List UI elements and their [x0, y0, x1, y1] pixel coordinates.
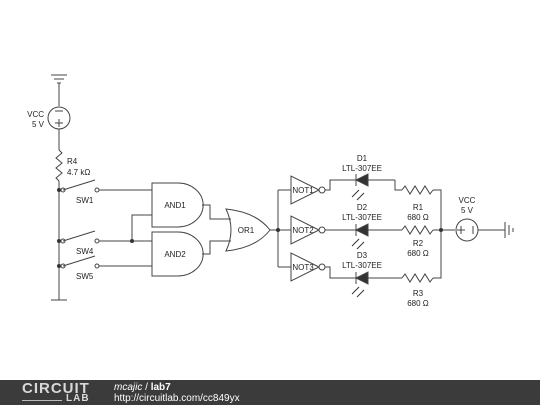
or-gate-1[interactable] — [225, 208, 271, 252]
not-gate-2[interactable] — [290, 215, 326, 245]
d3-label: D3 — [357, 251, 368, 260]
r2-label: R2 — [413, 239, 424, 248]
footer-circuit-title[interactable]: lab7 — [150, 382, 171, 393]
footer-url-link[interactable]: http://circuitlab.com/cc849yx — [114, 393, 240, 404]
footer-user-link[interactable]: mcajic — [114, 382, 143, 393]
and-gate-1[interactable] — [151, 182, 204, 228]
circuitlab-logo[interactable]: CIRCUIT LAB — [22, 381, 98, 405]
r4-label: R4 — [67, 157, 78, 166]
not-gate-1[interactable] — [290, 175, 326, 205]
and1-label: AND1 — [164, 201, 186, 210]
led-d2[interactable] — [345, 223, 402, 237]
vcc-right-label: VCC — [459, 196, 476, 205]
schematic-canvas[interactable]: VCC 5 V R4 4.7 kΩ SW1 SW4 SW5 AND1 AND2 … — [0, 0, 540, 380]
r1-value: 680 Ω — [407, 213, 429, 222]
logo-text-circuit: CIRCUIT — [22, 380, 90, 397]
switch-sw4[interactable] — [60, 230, 100, 244]
footer-path: mcajic / lab7 — [114, 382, 171, 393]
led-d1[interactable] — [345, 173, 395, 187]
vcc-left-value: 5 V — [32, 120, 45, 129]
not3-label: NOT3 — [292, 263, 314, 272]
r3-label: R3 — [413, 289, 424, 298]
logo-text-lab: LAB — [66, 393, 90, 404]
resistor-r3[interactable] — [401, 273, 434, 283]
ground-symbol-right — [504, 222, 514, 238]
sw5-label: SW5 — [76, 272, 94, 281]
not2-label: NOT2 — [292, 226, 314, 235]
circuit-schematic: VCC 5 V R4 4.7 kΩ SW1 SW4 SW5 AND1 AND2 … — [27, 74, 514, 308]
resistor-r4[interactable] — [55, 149, 63, 182]
d1-part: LTL-307EE — [342, 164, 382, 173]
resistor-r1[interactable] — [401, 185, 434, 195]
r4-value: 4.7 kΩ — [67, 168, 90, 177]
sw1-label: SW1 — [76, 196, 94, 205]
footer-separator: / — [145, 382, 148, 393]
d3-part: LTL-307EE — [342, 261, 382, 270]
vcc-right-value: 5 V — [461, 206, 474, 215]
d1-label: D1 — [357, 154, 368, 163]
vcc-left-label: VCC — [27, 110, 44, 119]
switch-sw5[interactable] — [60, 255, 100, 269]
switch-sw1[interactable] — [60, 179, 100, 193]
ground-symbol-left — [51, 74, 67, 106]
r3-value: 680 Ω — [407, 299, 429, 308]
not1-label: NOT1 — [292, 186, 314, 195]
and-gate-2[interactable] — [151, 231, 204, 277]
led-d3[interactable] — [345, 271, 402, 285]
d2-label: D2 — [357, 203, 368, 212]
r2-value: 680 Ω — [407, 249, 429, 258]
footer-bar: CIRCUIT LAB mcajic / lab7 http://circuit… — [0, 380, 540, 405]
sw4-label: SW4 — [76, 247, 94, 256]
and2-label: AND2 — [164, 250, 186, 259]
r1-label: R1 — [413, 203, 424, 212]
resistor-r2[interactable] — [401, 225, 434, 235]
or1-label: OR1 — [238, 226, 255, 235]
junction-dots — [57, 188, 443, 268]
d2-part: LTL-307EE — [342, 213, 382, 222]
logo-wire — [22, 400, 62, 401]
